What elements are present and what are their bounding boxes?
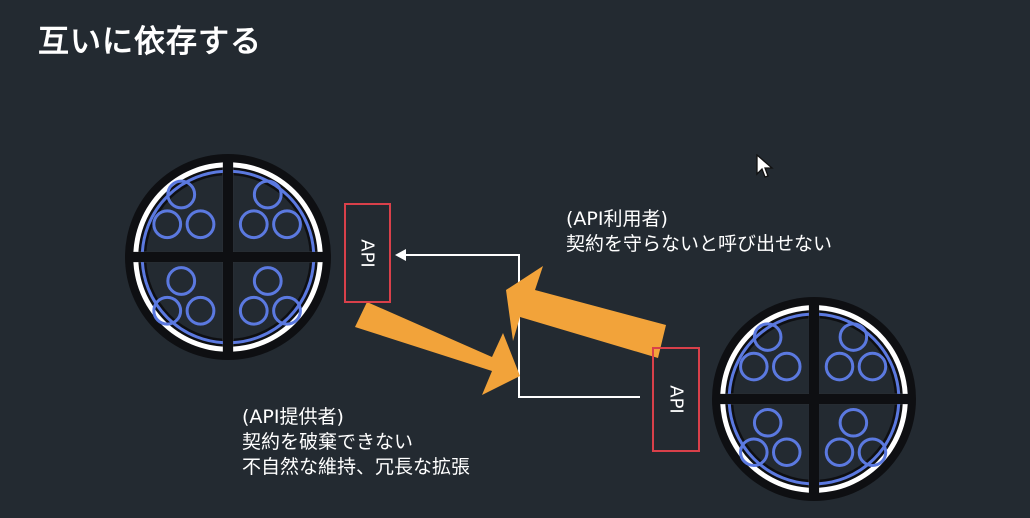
- connector-arrowhead: [395, 249, 406, 261]
- api-left-box: API: [344, 203, 391, 303]
- service-disc: [712, 297, 916, 501]
- service-node: [752, 408, 783, 438]
- service-node: [824, 351, 855, 382]
- provider-note-line: 不自然な維持、冗長な拡張: [242, 456, 471, 478]
- service-node: [739, 437, 769, 468]
- provider-note-line: 契約を破棄できない: [242, 431, 414, 453]
- service-node: [739, 351, 769, 382]
- provider-arrow: [355, 302, 520, 395]
- service-node: [272, 209, 302, 240]
- provider-note-line: (API提供者): [242, 406, 344, 428]
- consumer-note-line: 契約を守らないと呼び出せない: [566, 233, 833, 255]
- service-node: [166, 179, 197, 210]
- service-right-icon: [712, 297, 916, 501]
- service-left-icon: [125, 154, 331, 360]
- service-node: [857, 437, 888, 468]
- service-node: [824, 437, 855, 468]
- service-node: [185, 295, 216, 326]
- service-node: [838, 322, 869, 352]
- consumer-note: (API利用者) 契約を守らないと呼び出せない: [566, 207, 832, 257]
- consumer-note-line: (API利用者): [566, 208, 668, 230]
- service-node: [772, 437, 802, 468]
- slide-title: 互いに依存する: [38, 24, 262, 60]
- service-node: [252, 266, 283, 296]
- service-node: [272, 295, 302, 326]
- service-quadrant: [720, 305, 809, 394]
- api-right-label: API: [665, 385, 687, 414]
- consumer-arrow: [506, 266, 666, 358]
- provider-note: (API提供者) 契約を破棄できない 不自然な維持、冗長な拡張: [242, 405, 470, 480]
- service-node: [238, 295, 269, 326]
- service-node: [185, 209, 216, 240]
- mouse-pointer-icon: [756, 154, 774, 178]
- service-node: [152, 295, 183, 326]
- service-node: [238, 209, 269, 240]
- service-node: [166, 266, 197, 296]
- service-node: [752, 322, 783, 352]
- service-node: [772, 351, 802, 382]
- service-node: [838, 408, 869, 438]
- api-left-label: API: [356, 238, 378, 268]
- service-node: [252, 179, 283, 210]
- api-right-box: API: [652, 347, 700, 452]
- connector-line: [402, 254, 640, 398]
- service-node: [152, 209, 183, 240]
- service-node: [857, 351, 888, 382]
- service-disc: [125, 154, 331, 360]
